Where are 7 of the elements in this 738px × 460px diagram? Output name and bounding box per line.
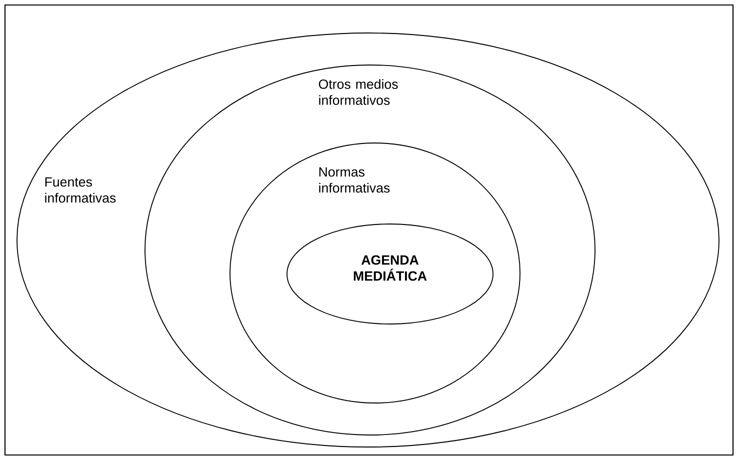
ellipse-label: Normas informativas	[319, 167, 390, 193]
ellipse	[286, 224, 494, 324]
ellipse-label: Fuentes informativas	[45, 177, 116, 203]
ellipse	[144, 64, 596, 436]
ellipse-label: AGENDA MEDIÁTICA	[354, 255, 427, 281]
ellipse	[230, 142, 520, 404]
ellipse-label: Otros medios informativos	[318, 79, 398, 105]
